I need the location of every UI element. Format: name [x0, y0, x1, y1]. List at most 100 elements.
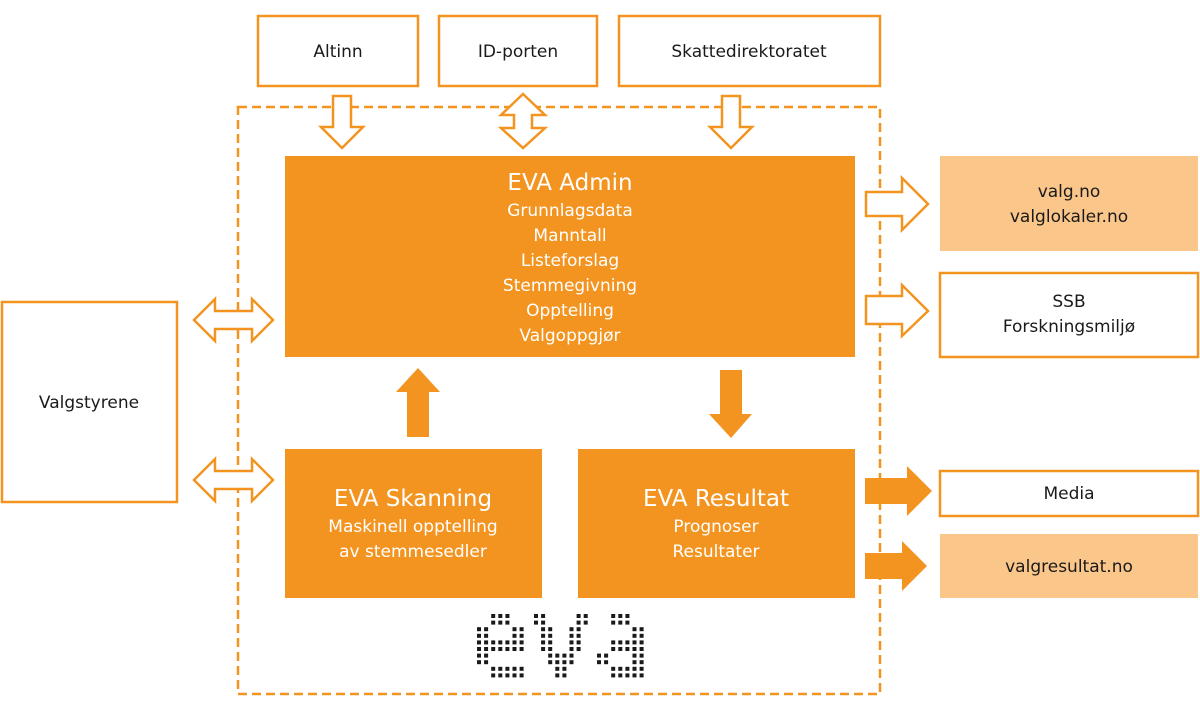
logo-dot	[484, 627, 489, 632]
logo-dot	[505, 666, 510, 671]
logo-dot	[562, 666, 567, 671]
logo-dot	[477, 647, 481, 651]
logo-dot	[548, 647, 553, 651]
eva-admin-item: Manntall	[533, 226, 606, 246]
arrow-bidirectional-admin-icon	[192, 295, 275, 345]
logo-dot	[541, 633, 546, 638]
valg-no-box: valg.no valglokaler.no	[940, 156, 1198, 251]
logo-dot	[597, 653, 601, 658]
logo-dot	[491, 614, 496, 618]
eva-admin-item: Grunnlagsdata	[507, 201, 633, 221]
logo-dot	[611, 620, 616, 625]
logo-dot	[569, 633, 574, 638]
logo-dot	[548, 660, 553, 665]
id-porten-label: ID-porten	[478, 42, 558, 62]
arrow-bidirectional-id-porten-icon	[497, 92, 549, 150]
logo-dot	[625, 620, 630, 625]
logo-dot	[632, 666, 637, 671]
logo-dot	[576, 647, 581, 651]
logo-dot	[541, 627, 546, 632]
logo-dot	[541, 620, 546, 625]
logo-dot	[498, 666, 503, 671]
altinn-label: Altinn	[313, 42, 362, 62]
logo-dot	[625, 647, 630, 651]
logo-dot	[477, 640, 481, 645]
eva-skanning-item: av stemmesedler	[339, 542, 487, 562]
logo-dot	[555, 653, 560, 658]
logo-dot	[505, 647, 510, 651]
logo-dot	[632, 647, 637, 651]
eva-admin-item: Opptelling	[526, 301, 614, 321]
logo-dot	[625, 614, 630, 618]
logo-dot	[597, 660, 601, 665]
logo-dot	[484, 640, 489, 645]
valgresultat-no-label: valgresultat.no	[1005, 557, 1133, 577]
id-porten-box: ID-porten	[437, 14, 599, 88]
logo-dot	[576, 620, 581, 625]
logo-dot	[548, 633, 553, 638]
logo-dot	[632, 640, 637, 645]
logo-dot	[576, 640, 581, 645]
logo-dot	[632, 673, 637, 678]
logo-dot	[477, 660, 481, 665]
skattedirektoratet-box: Skattedirektoratet	[617, 14, 882, 88]
logo-dot	[541, 614, 546, 618]
eva-resultat-box: EVA Resultat Prognoser Resultater	[578, 449, 855, 598]
logo-dot	[639, 647, 644, 651]
logo-dot	[569, 660, 574, 665]
logo-dot	[498, 640, 503, 645]
logo-dot	[569, 647, 574, 651]
valglokaler-no-label: valglokaler.no	[1010, 207, 1128, 227]
logo-dot	[604, 653, 609, 658]
logo-dot	[512, 647, 517, 651]
logo-dot	[562, 660, 567, 665]
logo-dot	[519, 640, 524, 645]
logo-dot	[548, 627, 553, 632]
eva-admin-title: EVA Admin	[507, 170, 632, 196]
valgstyrene-box: Valgstyrene	[0, 300, 179, 504]
logo-dot	[583, 614, 588, 618]
logo-dot	[534, 620, 538, 625]
logo-dot	[498, 620, 503, 625]
logo-dot	[512, 673, 517, 678]
logo-dot	[632, 660, 637, 665]
logo-dot	[639, 660, 644, 665]
logo-dot	[611, 673, 616, 678]
arrow-bidirectional-skanning-icon	[192, 455, 275, 505]
logo-dot	[618, 614, 623, 618]
altinn-box: Altinn	[256, 14, 420, 88]
logo-dot	[639, 627, 644, 632]
logo-dot	[639, 633, 644, 638]
logo-dot	[639, 640, 644, 645]
logo-dot	[512, 640, 517, 645]
arrow-up-skanning-to-admin-icon	[396, 368, 440, 437]
eva-skanning-item: Maskinell opptelling	[328, 517, 497, 537]
logo-dot	[611, 614, 616, 618]
logo-dot	[604, 660, 609, 665]
logo-dot	[505, 620, 510, 625]
logo-dot	[569, 640, 574, 645]
logo-dot	[498, 647, 503, 651]
logo-dot	[555, 660, 560, 665]
eva-resultat-title: EVA Resultat	[643, 486, 789, 512]
logo-dot	[562, 673, 567, 678]
logo-dot	[632, 627, 637, 632]
logo-dot	[491, 640, 496, 645]
logo-dot	[519, 666, 524, 671]
logo-dot	[484, 653, 489, 658]
logo-dot	[639, 653, 644, 658]
logo-dot	[583, 620, 588, 625]
logo-dot	[505, 640, 510, 645]
eva-logo	[477, 614, 644, 678]
logo-dot	[611, 666, 616, 671]
logo-dot	[639, 666, 644, 671]
logo-dot	[555, 666, 560, 671]
valg-no-label: valg.no	[1038, 182, 1101, 202]
logo-dot	[576, 614, 581, 618]
logo-dot	[512, 633, 517, 638]
logo-dot	[576, 627, 581, 632]
logo-dot	[491, 620, 496, 625]
eva-resultat-item: Prognoser	[673, 517, 758, 537]
logo-dot	[505, 614, 510, 618]
logo-dot	[477, 653, 481, 658]
